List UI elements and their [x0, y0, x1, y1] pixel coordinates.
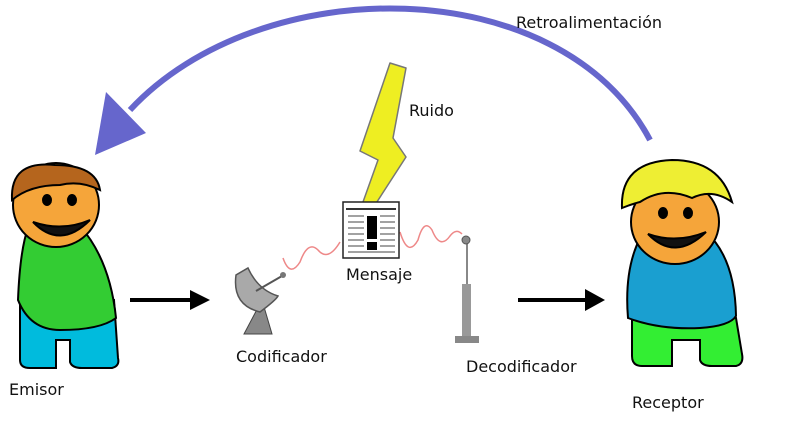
satellite-dish-icon [234, 266, 286, 335]
decoder-label: Decodificador [466, 357, 577, 376]
feedback-arrow [95, 5, 653, 155]
newspaper-icon [342, 201, 400, 259]
lightning-bolt-icon [359, 62, 407, 209]
receiver-label: Receptor [632, 393, 704, 412]
noise-label: Ruido [409, 101, 454, 120]
message-label: Mensaje [346, 265, 413, 284]
signal-wave-left [282, 241, 341, 270]
signal-wave-right [399, 225, 463, 249]
encoder-label: Codificador [236, 347, 327, 366]
sender-to-encoder-arrow [130, 290, 210, 310]
sender-label: Emisor [9, 380, 64, 399]
feedback-label: Retroalimentación [516, 13, 663, 32]
receiver-figure [620, 158, 744, 367]
sender-figure [10, 162, 120, 369]
antenna-icon [455, 235, 479, 343]
decoder-to-receiver-arrow [518, 289, 605, 311]
